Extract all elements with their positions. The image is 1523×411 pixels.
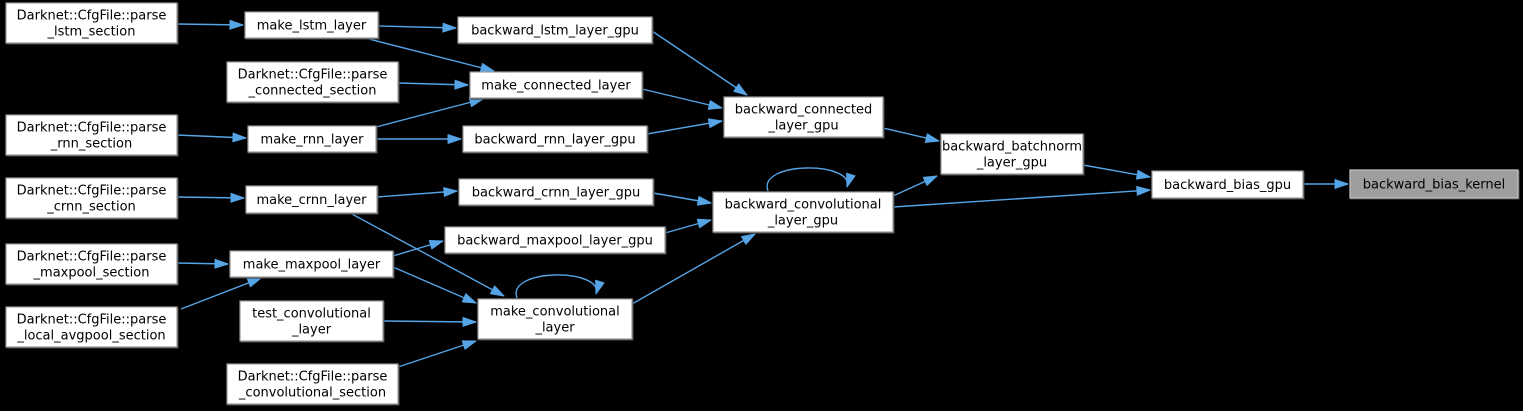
node-label-backward_batchnorm_layer_gpu: backward_batchnorm_layer_gpu bbox=[942, 140, 1082, 171]
node-label-make_connected_layer: make_connected_layer bbox=[481, 79, 631, 94]
node-parse_lstm_section[interactable]: Darknet::CfgFile::parse_lstm_section bbox=[5, 2, 178, 44]
node-label-parse_lstm_section: Darknet::CfgFile::parse_lstm_section bbox=[17, 9, 167, 40]
node-box-backward_batchnorm_layer_gpu[interactable] bbox=[940, 133, 1084, 175]
node-make_convolutional_layer[interactable]: make_convolutional_layer bbox=[477, 298, 633, 340]
edge-backward_convolutional_layer_gpu-to-backward_convolutional_layer_gpu bbox=[766, 167, 856, 192]
node-label-parse_crnn_section: Darknet::CfgFile::parse_crnn_section bbox=[17, 184, 167, 215]
node-box-make_lstm_layer[interactable] bbox=[244, 11, 379, 39]
node-box-test_convolutional_layer[interactable] bbox=[239, 300, 384, 342]
edge-backward_rnn_layer_gpu-to-backward_connected_layer_gpu bbox=[646, 118, 723, 135]
edge-test_convolutional_layer-to-make_convolutional_layer bbox=[382, 316, 477, 327]
edge-backward_convolutional_layer_gpu-to-backward_bias_gpu bbox=[892, 185, 1151, 208]
edge-make_crnn_layer-to-make_convolutional_layer bbox=[349, 212, 505, 297]
node-box-backward_bias_gpu[interactable] bbox=[1151, 170, 1304, 199]
node-label-backward_lstm_layer_gpu: backward_lstm_layer_gpu bbox=[471, 24, 639, 39]
node-label-backward_crnn_layer_gpu: backward_crnn_layer_gpu bbox=[472, 186, 640, 201]
edge-make_lstm_layer-to-make_connected_layer bbox=[364, 37, 495, 73]
node-parse_convolutional_section[interactable]: Darknet::CfgFile::parse_convolutional_se… bbox=[226, 363, 399, 405]
node-label-parse_connected_section: Darknet::CfgFile::parse_connected_sectio… bbox=[238, 68, 388, 99]
node-box-backward_lstm_layer_gpu[interactable] bbox=[457, 16, 653, 44]
node-make_crnn_layer[interactable]: make_crnn_layer bbox=[245, 185, 378, 214]
node-box-parse_crnn_section[interactable] bbox=[5, 177, 178, 219]
node-box-parse_lstm_section[interactable] bbox=[5, 2, 178, 44]
node-label-parse_maxpool_section: Darknet::CfgFile::parse_maxpool_section bbox=[17, 250, 167, 281]
node-make_lstm_layer[interactable]: make_lstm_layer bbox=[244, 11, 379, 39]
node-make_connected_layer[interactable]: make_connected_layer bbox=[469, 71, 643, 99]
node-label-test_convolutional_layer: test_convolutional_layer bbox=[252, 307, 371, 338]
node-backward_crnn_layer_gpu[interactable]: backward_crnn_layer_gpu bbox=[458, 178, 654, 206]
node-label-make_crnn_layer: make_crnn_layer bbox=[256, 193, 367, 208]
node-label-make_maxpool_layer: make_maxpool_layer bbox=[243, 258, 381, 273]
node-box-parse_maxpool_section[interactable] bbox=[5, 243, 178, 285]
node-box-backward_connected_layer_gpu[interactable] bbox=[723, 96, 884, 138]
node-label-parse_local_avgpool_section: Darknet::CfgFile::parse_local_avgpool_se… bbox=[16, 313, 166, 344]
edge-backward_lstm_layer_gpu-to-backward_connected_layer_gpu bbox=[651, 30, 748, 96]
node-box-make_rnn_layer[interactable] bbox=[247, 125, 377, 153]
node-backward_maxpool_layer_gpu[interactable]: backward_maxpool_layer_gpu bbox=[444, 226, 666, 254]
node-label-make_convolutional_layer: make_convolutional_layer bbox=[490, 305, 620, 336]
edge-backward_convolutional_layer_gpu-to-backward_batchnorm_layer_gpu bbox=[892, 175, 938, 197]
edge-parse_crnn_section-to-make_crnn_layer bbox=[176, 192, 245, 203]
node-box-parse_convolutional_section[interactable] bbox=[226, 363, 399, 405]
node-box-parse_connected_section[interactable] bbox=[226, 61, 399, 103]
node-test_convolutional_layer[interactable]: test_convolutional_layer bbox=[239, 300, 384, 342]
node-backward_batchnorm_layer_gpu[interactable]: backward_batchnorm_layer_gpu bbox=[940, 133, 1084, 175]
node-label-backward_convolutional_layer_gpu: backward_convolutional_layer_gpu bbox=[725, 198, 882, 229]
node-box-backward_bias_kernel bbox=[1349, 169, 1519, 199]
node-box-make_convolutional_layer[interactable] bbox=[477, 298, 633, 340]
node-parse_connected_section[interactable]: Darknet::CfgFile::parse_connected_sectio… bbox=[226, 61, 399, 103]
node-label-make_rnn_layer: make_rnn_layer bbox=[261, 133, 365, 148]
node-parse_rnn_section[interactable]: Darknet::CfgFile::parse_rnn_section bbox=[5, 114, 178, 156]
edge-parse_maxpool_section-to-make_maxpool_layer bbox=[176, 258, 229, 269]
node-backward_bias_kernel: backward_bias_kernel bbox=[1349, 169, 1519, 199]
node-parse_local_avgpool_section[interactable]: Darknet::CfgFile::parse_local_avgpool_se… bbox=[5, 306, 178, 348]
node-box-make_crnn_layer[interactable] bbox=[245, 185, 378, 214]
node-backward_lstm_layer_gpu[interactable]: backward_lstm_layer_gpu bbox=[457, 16, 653, 44]
edge-make_maxpool_layer-to-make_convolutional_layer bbox=[392, 266, 477, 304]
node-label-make_lstm_layer: make_lstm_layer bbox=[257, 19, 367, 34]
edge-make_convolutional_layer-to-backward_convolutional_layer_gpu bbox=[631, 233, 756, 305]
edge-parse_local_avgpool_section-to-make_maxpool_layer bbox=[180, 277, 262, 310]
node-backward_rnn_layer_gpu[interactable]: backward_rnn_layer_gpu bbox=[462, 125, 648, 153]
edge-make_connected_layer-to-backward_connected_layer_gpu bbox=[641, 88, 723, 110]
edge-make_rnn_layer-to-make_connected_layer bbox=[375, 97, 484, 128]
node-label-backward_rnn_layer_gpu: backward_rnn_layer_gpu bbox=[474, 133, 635, 148]
edge-make_convolutional_layer-to-make_convolutional_layer bbox=[515, 274, 605, 299]
edge-parse_rnn_section-to-make_rnn_layer bbox=[176, 132, 247, 143]
node-box-make_maxpool_layer[interactable] bbox=[229, 250, 394, 278]
node-parse_maxpool_section[interactable]: Darknet::CfgFile::parse_maxpool_section bbox=[5, 243, 178, 285]
edges-layer bbox=[176, 19, 1349, 369]
node-backward_bias_gpu[interactable]: backward_bias_gpu bbox=[1151, 170, 1304, 199]
edge-backward_maxpool_layer_gpu-to-backward_convolutional_layer_gpu bbox=[664, 218, 712, 234]
node-label-backward_connected_layer_gpu: backward_connected_layer_gpu bbox=[735, 103, 872, 134]
edge-backward_connected_layer_gpu-to-backward_batchnorm_layer_gpu bbox=[882, 127, 940, 143]
node-box-backward_convolutional_layer_gpu[interactable] bbox=[712, 191, 894, 233]
node-label-backward_maxpool_layer_gpu: backward_maxpool_layer_gpu bbox=[457, 234, 653, 249]
node-label-backward_bias_gpu: backward_bias_gpu bbox=[1164, 178, 1291, 193]
node-label-parse_convolutional_section: Darknet::CfgFile::parse_convolutional_se… bbox=[238, 370, 388, 401]
edge-make_lstm_layer-to-backward_lstm_layer_gpu bbox=[377, 22, 457, 33]
node-label-backward_bias_kernel: backward_bias_kernel bbox=[1363, 178, 1506, 193]
edge-make_crnn_layer-to-backward_crnn_layer_gpu bbox=[376, 187, 458, 198]
node-box-backward_maxpool_layer_gpu[interactable] bbox=[444, 226, 666, 254]
node-box-make_connected_layer[interactable] bbox=[469, 71, 643, 99]
node-make_rnn_layer[interactable]: make_rnn_layer bbox=[247, 125, 377, 153]
edge-parse_lstm_section-to-make_lstm_layer bbox=[176, 19, 244, 30]
node-parse_crnn_section[interactable]: Darknet::CfgFile::parse_crnn_section bbox=[5, 177, 178, 219]
node-backward_convolutional_layer_gpu[interactable]: backward_convolutional_layer_gpu bbox=[712, 191, 894, 233]
node-label-parse_rnn_section: Darknet::CfgFile::parse_rnn_section bbox=[17, 121, 167, 152]
edge-backward_crnn_layer_gpu-to-backward_convolutional_layer_gpu bbox=[652, 192, 712, 206]
node-box-backward_rnn_layer_gpu[interactable] bbox=[462, 125, 648, 153]
node-box-backward_crnn_layer_gpu[interactable] bbox=[458, 178, 654, 206]
node-backward_connected_layer_gpu[interactable]: backward_connected_layer_gpu bbox=[723, 96, 884, 138]
node-make_maxpool_layer[interactable]: make_maxpool_layer bbox=[229, 250, 394, 278]
edge-parse_convolutional_section-to-make_convolutional_layer bbox=[394, 340, 477, 369]
edge-backward_batchnorm_layer_gpu-to-backward_bias_gpu bbox=[1082, 164, 1151, 180]
edge-make_maxpool_layer-to-backward_maxpool_layer_gpu bbox=[392, 240, 444, 257]
node-box-parse_rnn_section[interactable] bbox=[5, 114, 178, 156]
edge-parse_connected_section-to-make_connected_layer bbox=[397, 79, 469, 90]
node-box-parse_local_avgpool_section[interactable] bbox=[5, 306, 178, 348]
